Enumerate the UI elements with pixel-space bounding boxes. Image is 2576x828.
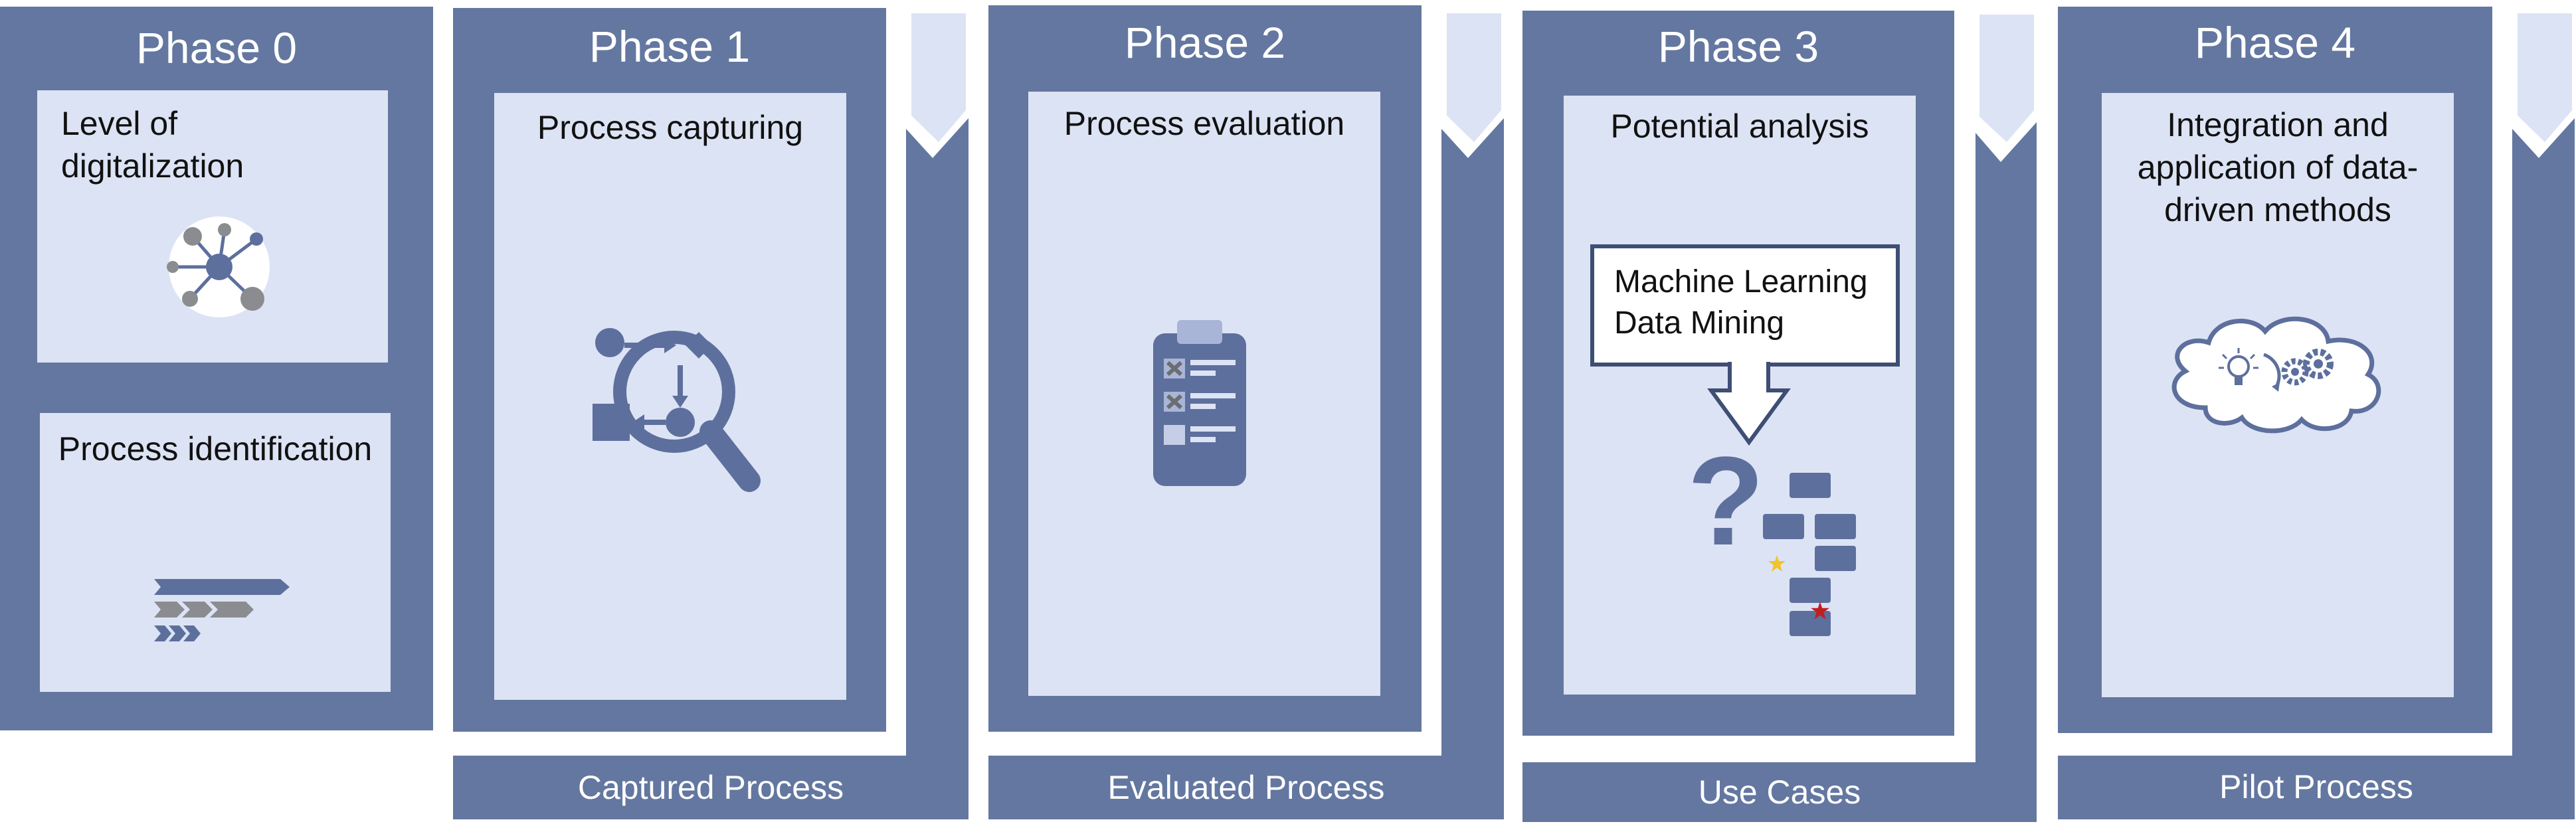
question-blocks-icon: [1763, 473, 1856, 636]
phase-3-panel: Phase 3 Potential analysis Machine Learn…: [1522, 11, 1954, 736]
phase-3-output-label: Use Cases: [1522, 762, 2037, 822]
question-mark-icon: ?: [1687, 431, 1765, 572]
phase-2-panel: Phase 2 Process evaluation: [988, 5, 1422, 732]
process-capturing-title: Process capturing: [537, 109, 804, 146]
process-evaluation-title: Process evaluation: [1063, 105, 1345, 142]
clipboard-checklist-icon: [1153, 320, 1246, 486]
chevron-process-icon: [154, 579, 290, 641]
yellow-star-icon: [1768, 555, 1786, 572]
phase-0-panel: Phase 0 Level of digitalization: [0, 7, 433, 730]
process-identification-title: Process identification: [58, 430, 373, 467]
phase-2-output-label: Evaluated Process: [988, 756, 1504, 819]
phase-0-title: Phase 0: [136, 23, 298, 72]
cloud-idea-gears-icon: [2171, 316, 2381, 434]
phase-0-process-identification-box: Process identification: [40, 413, 391, 692]
red-star-icon: [1811, 602, 1829, 620]
network-icon: [167, 216, 270, 317]
callout-pointer-arrow: [1707, 360, 1791, 446]
potential-analysis-title: Potential analysis: [1610, 108, 1869, 145]
phase-4-output-label: Pilot Process: [2058, 756, 2575, 818]
process-magnifier-icon: [593, 328, 761, 492]
phase-0-level-of-digitalization-box: Level of digitalization: [37, 90, 388, 363]
machine-learning-callout: Machine Learning Data Mining: [1590, 244, 1900, 367]
phase-4-title: Phase 4: [2194, 18, 2356, 67]
phase-1-output-label: Captured Process: [453, 756, 968, 819]
phase-2-title: Phase 2: [1124, 18, 1286, 67]
level-of-digitalization-title: Level of digitalization: [61, 105, 244, 185]
phase-4-panel: Phase 4 Integration and application of d…: [2058, 7, 2492, 733]
phase-3-title: Phase 3: [1657, 22, 1819, 71]
phase-2-process-evaluation-box: Process evaluation: [1028, 92, 1380, 696]
phase-1-panel: Phase 1 Process capturing: [453, 8, 886, 732]
phase-1-process-capturing-box: Process capturing: [494, 93, 846, 700]
phase-3-potential-analysis-box: Potential analysis Machine Learning Data…: [1564, 96, 1916, 695]
integration-title: Integration and application of data- dri…: [2137, 106, 2419, 228]
phase-1-title: Phase 1: [589, 22, 751, 71]
phase-4-integration-box: Integration and application of data- dri…: [2102, 93, 2454, 697]
